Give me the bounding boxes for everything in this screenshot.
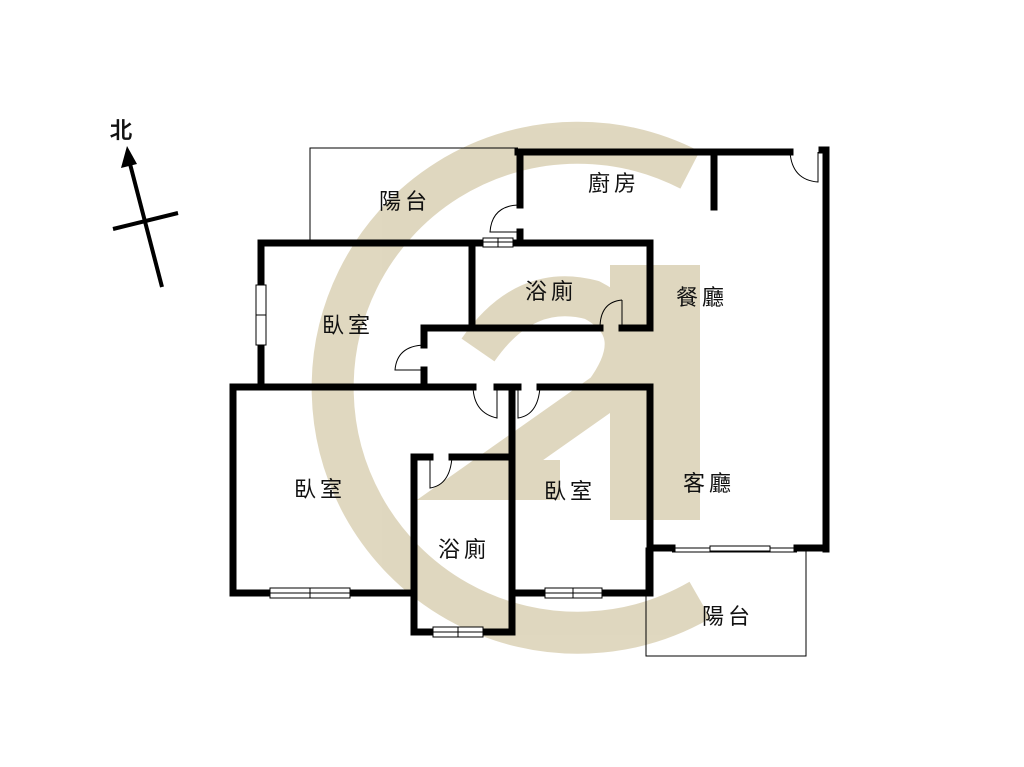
- door-swing: [517, 386, 541, 419]
- north-balcony-outline: [309, 147, 518, 242]
- door-swing: [599, 299, 623, 329]
- room-label-dining: 餐廳: [675, 286, 729, 311]
- doors: [394, 151, 819, 489]
- windows: [255, 237, 797, 638]
- compass-needle: [127, 159, 164, 288]
- room-label-kitchen: 廚房: [587, 172, 641, 197]
- compass-north-label: 北: [109, 118, 133, 144]
- watermark-c-shape: [311, 121, 711, 654]
- room-label-balcony-north: 陽台: [378, 190, 432, 215]
- watermark-c21-logo: [311, 121, 711, 654]
- door-swing: [429, 456, 453, 489]
- door-swing: [472, 386, 498, 419]
- door-swing: [489, 204, 521, 233]
- north-arrow-icon: [121, 146, 137, 168]
- sliding-door: [709, 545, 771, 552]
- room-label-living: 客廳: [682, 472, 736, 497]
- room-label-balcony-south: 陽台: [701, 605, 755, 630]
- room-label-bedroom-upper: 臥室: [321, 314, 375, 339]
- room-label-bedroom-middle: 臥室: [543, 480, 597, 505]
- room-label-bedroom-left: 臥室: [293, 478, 347, 503]
- door-swing: [394, 344, 425, 371]
- door-swing: [789, 151, 819, 183]
- compass-crossbar: [112, 211, 179, 231]
- watermark-1-shape: [610, 265, 700, 520]
- compass: [112, 146, 179, 288]
- walls: [229, 146, 830, 636]
- room-label-bathroom-lower: 浴廁: [437, 538, 491, 563]
- room-label-bathroom-upper: 浴廁: [524, 280, 578, 305]
